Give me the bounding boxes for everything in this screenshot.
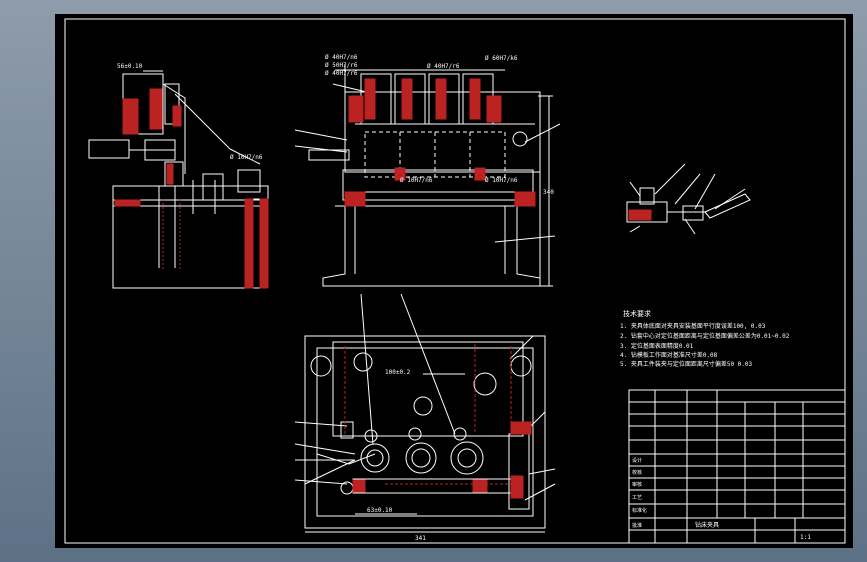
- dim-top-3: Ø 40H7/r6: [427, 63, 460, 70]
- tech-note-1: 1. 夹具体底面对夹具安装基面平行度误差100, 0.03: [620, 322, 766, 330]
- tech-note-2: 2. 钻套中心对定位基面距离与定位基面偏差公差为0.01~0.02: [620, 332, 790, 340]
- drawing-frame: [64, 18, 846, 544]
- cad-drawing: 56±0.10 Ø 10H7/n6 Ø 40H7/n6 Ø 50H7/r6 Ø …: [64, 18, 846, 544]
- dim-plan-0: 100±0.2: [385, 369, 411, 376]
- tb-cell-0: 设计: [632, 457, 642, 464]
- tech-note-4: 4. 钻模板工作面对基准尺寸差0.08: [620, 351, 718, 359]
- dim-side-width: 56±0.10: [117, 63, 143, 70]
- dim-top-2: Ø 40H7/r6: [325, 70, 358, 77]
- title-block: [628, 389, 846, 544]
- tech-title: 技术要求: [623, 309, 651, 318]
- detail-hatching: [628, 209, 652, 221]
- side-view: [88, 70, 269, 289]
- plan-hatching: [352, 421, 532, 499]
- dim-top-0: Ø 40H7/n6: [325, 54, 358, 61]
- fit-mid-0: Ø 10H7/n6: [400, 177, 433, 184]
- front-view-hatching: [344, 78, 536, 207]
- tech-note-5: 5. 夹具工件装夹与定位面距离尺寸偏差50 0.03: [620, 360, 753, 368]
- tb-cell-4: 标准化: [632, 507, 647, 514]
- front-view: [294, 64, 561, 287]
- tb-scale: 1:1: [800, 534, 811, 541]
- plan-hidden: [344, 344, 515, 485]
- dim-plan-2: 341: [415, 535, 426, 542]
- tb-cell-5: 批准: [632, 522, 642, 529]
- tb-name: 钻床夹具: [695, 521, 719, 529]
- dim-height: 340: [543, 189, 554, 196]
- side-view-hidden: [162, 199, 181, 269]
- tb-cell-1: 校核: [632, 469, 642, 476]
- fit-mid-1: Ø 10H7/n6: [485, 177, 518, 184]
- fit-side: Ø 10H7/n6: [230, 154, 263, 161]
- dim-plan-1: 63±0.10: [367, 507, 393, 514]
- side-view-hatching: [114, 88, 269, 289]
- tech-note-3: 3. 定位基面表面精度0.01: [620, 342, 694, 350]
- drawing-sheet: 56±0.10 Ø 10H7/n6 Ø 40H7/n6 Ø 50H7/r6 Ø …: [55, 14, 853, 548]
- detail-view: [626, 163, 751, 235]
- tb-cell-3: 工艺: [632, 495, 642, 501]
- dim-top-1: Ø 50H7/r6: [325, 62, 358, 69]
- dim-top-4: Ø 60H7/k6: [485, 55, 518, 62]
- tb-cell-2: 审核: [632, 481, 642, 488]
